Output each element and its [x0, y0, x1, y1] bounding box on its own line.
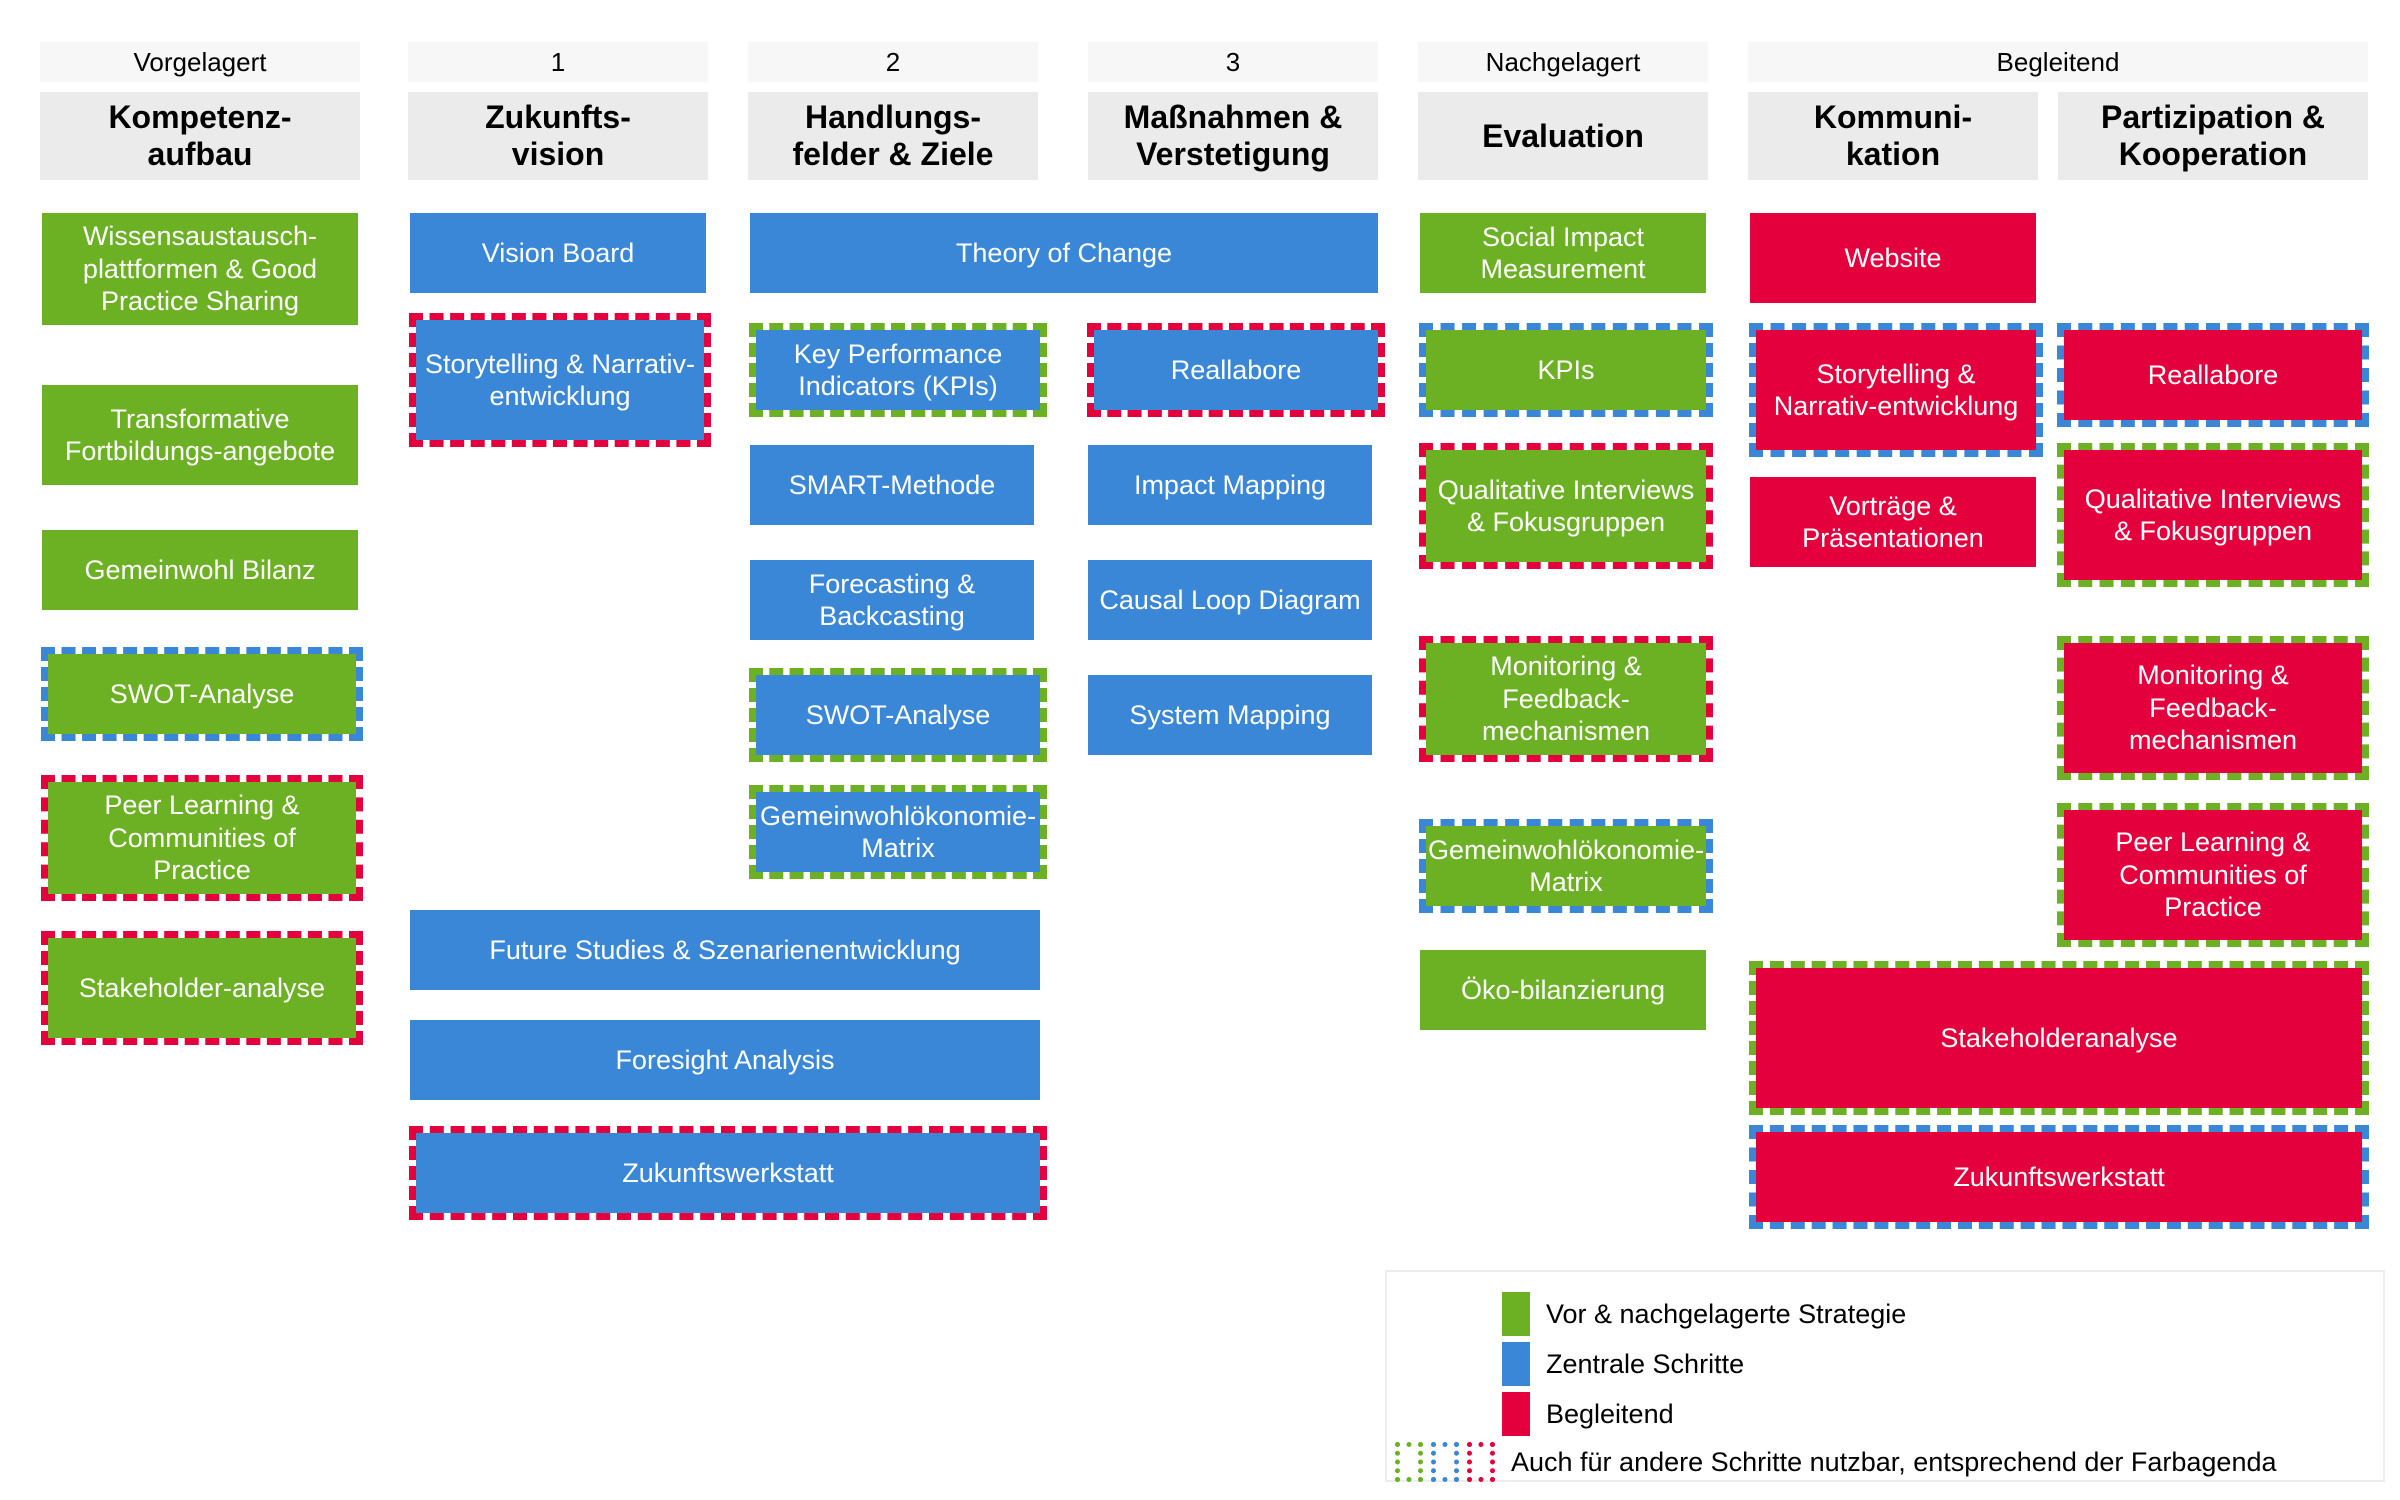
tool-box-peer-learning-partizipation[interactable]: Peer Learning & Communities of Practice: [2057, 803, 2369, 947]
legend-row-begleitend: Begleitend: [1502, 1392, 1674, 1436]
legend-dashed-green-icon: [1395, 1442, 1423, 1482]
column-head-label: Handlungs- felder & Ziele: [792, 99, 994, 172]
tool-box-zukunftswerkstatt-begleitend[interactable]: Zukunftswerkstatt: [1749, 1125, 2369, 1229]
tool-box-theory-of-change[interactable]: Theory of Change: [750, 213, 1378, 293]
legend-label: Zentrale Schritte: [1546, 1348, 1745, 1379]
tool-box-storytelling-zukunftsvision[interactable]: Storytelling & Narrativ-entwicklung: [409, 313, 711, 447]
phase-band-nachgelagert: Nachgelagert: [1418, 42, 1708, 82]
column-head-label: Evaluation: [1482, 117, 1644, 154]
tool-box-gemeinwohl-bilanz[interactable]: Gemeinwohl Bilanz: [42, 530, 358, 610]
column-head-label: Maßnahmen & Verstetigung: [1123, 99, 1343, 172]
column-head-label: Partizipation & Kooperation: [2100, 99, 2325, 172]
tool-box-swot-analyse-handlungsfelder[interactable]: SWOT-Analyse: [749, 668, 1047, 762]
column-head-zukunftsvision: Zukunfts- vision: [408, 92, 708, 180]
tool-box-qualitative-interviews-partizipation[interactable]: Qualitative Interviews & Fokusgruppen: [2057, 443, 2369, 587]
legend-row-zentrale-schritte: Zentrale Schritte: [1502, 1342, 1745, 1386]
tool-box-forecasting-backcasting[interactable]: Forecasting & Backcasting: [750, 560, 1034, 640]
phase-band-1: 1: [408, 42, 708, 82]
column-head-label: Zukunfts- vision: [485, 99, 631, 172]
tool-box-vision-board[interactable]: Vision Board: [410, 213, 706, 293]
legend-label: Vor & nachgelagerte Strategie: [1546, 1298, 1907, 1329]
tool-box-gemeinwohloekonomie-matrix-evaluation[interactable]: Gemeinwohlökonomie-Matrix: [1419, 819, 1713, 913]
legend-row-vor-nachgelagert: Vor & nachgelagerte Strategie: [1502, 1292, 1907, 1336]
legend-dashed-red-icon: [1467, 1442, 1495, 1482]
legend-label: Auch für andere Schritte nutzbar, entspr…: [1511, 1446, 2277, 1477]
phase-band-vorgelagert: Vorgelagert: [40, 42, 360, 82]
legend: Vor & nachgelagerte Strategie Zentrale S…: [1385, 1270, 2385, 1482]
column-head-kommunikation: Kommuni- kation: [1748, 92, 2038, 180]
column-head-label: Kommuni- kation: [1813, 99, 1973, 172]
legend-label: Begleitend: [1546, 1398, 1674, 1429]
tool-box-foresight-analysis[interactable]: Foresight Analysis: [410, 1020, 1040, 1100]
tool-box-storytelling-kommunikation[interactable]: Storytelling & Narrativ-entwicklung: [1749, 323, 2043, 457]
tool-box-causal-loop-diagram[interactable]: Causal Loop Diagram: [1088, 560, 1372, 640]
column-head-partizipation: Partizipation & Kooperation: [2058, 92, 2368, 180]
legend-swatch-red-icon: [1502, 1392, 1530, 1436]
tool-box-oekobilanzierung[interactable]: Öko-bilanzierung: [1420, 950, 1706, 1030]
column-head-evaluation: Evaluation: [1418, 92, 1708, 180]
tool-box-website[interactable]: Website: [1750, 213, 2036, 303]
tool-box-impact-mapping[interactable]: Impact Mapping: [1088, 445, 1372, 525]
column-head-handlungsfelder: Handlungs- felder & Ziele: [748, 92, 1038, 180]
tool-box-monitoring-feedback-partizipation[interactable]: Monitoring & Feedback-mechanismen: [2057, 636, 2369, 780]
tool-box-gemeinwohloekonomie-matrix-handlungsfelder[interactable]: Gemeinwohlökonomie-Matrix: [749, 785, 1047, 879]
tool-box-qualitative-interviews-evaluation[interactable]: Qualitative Interviews & Fokusgruppen: [1419, 443, 1713, 569]
column-head-label: Kompetenz- aufbau: [108, 99, 292, 172]
tool-box-reallabore-massnahmen[interactable]: Reallabore: [1087, 323, 1385, 417]
tool-box-stakeholderanalyse-kompetenz[interactable]: Stakeholder-analyse: [41, 931, 363, 1045]
column-head-massnahmen: Maßnahmen & Verstetigung: [1088, 92, 1378, 180]
legend-dashed-blue-icon: [1431, 1442, 1459, 1482]
legend-swatch-blue-icon: [1502, 1342, 1530, 1386]
tool-box-social-impact-measurement[interactable]: Social Impact Measurement: [1420, 213, 1706, 293]
tool-box-system-mapping[interactable]: System Mapping: [1088, 675, 1372, 755]
legend-row-dashed-usable-elsewhere: Auch für andere Schritte nutzbar, entspr…: [1395, 1442, 2277, 1482]
phase-band-3: 3: [1088, 42, 1378, 82]
tool-box-transformative-fortbildungsangebote[interactable]: Transformative Fortbildungs-angebote: [42, 385, 358, 485]
tool-box-future-studies-szenarienentwicklung[interactable]: Future Studies & Szenarienentwicklung: [410, 910, 1040, 990]
tool-box-kpis-evaluation[interactable]: KPIs: [1419, 323, 1713, 417]
tool-box-smart-methode[interactable]: SMART-Methode: [750, 445, 1034, 525]
tool-box-monitoring-feedback-evaluation[interactable]: Monitoring & Feedback-mechanismen: [1419, 636, 1713, 762]
tool-box-reallabore-partizipation[interactable]: Reallabore: [2057, 323, 2369, 427]
legend-swatch-green-icon: [1502, 1292, 1530, 1336]
tool-box-vortraege-praesentationen[interactable]: Vorträge & Präsentationen: [1750, 477, 2036, 567]
tool-box-wissensaustauschplattformen[interactable]: Wissensaustausch-plattformen & Good Prac…: [42, 213, 358, 325]
tool-box-stakeholderanalyse-begleitend[interactable]: Stakeholderanalyse: [1749, 961, 2369, 1115]
column-head-kompetenzaufbau: Kompetenz- aufbau: [40, 92, 360, 180]
tool-box-zukunftswerkstatt-zukunftsvision[interactable]: Zukunftswerkstatt: [409, 1126, 1047, 1220]
phase-band-begleitend: Begleitend: [1748, 42, 2368, 82]
tool-box-peer-learning-kompetenz[interactable]: Peer Learning & Communities of Practice: [41, 775, 363, 901]
tool-box-swot-analyse-kompetenz[interactable]: SWOT-Analyse: [41, 647, 363, 741]
tool-box-kpis-handlungsfelder[interactable]: Key Performance Indicators (KPIs): [749, 323, 1047, 417]
phase-band-2: 2: [748, 42, 1038, 82]
